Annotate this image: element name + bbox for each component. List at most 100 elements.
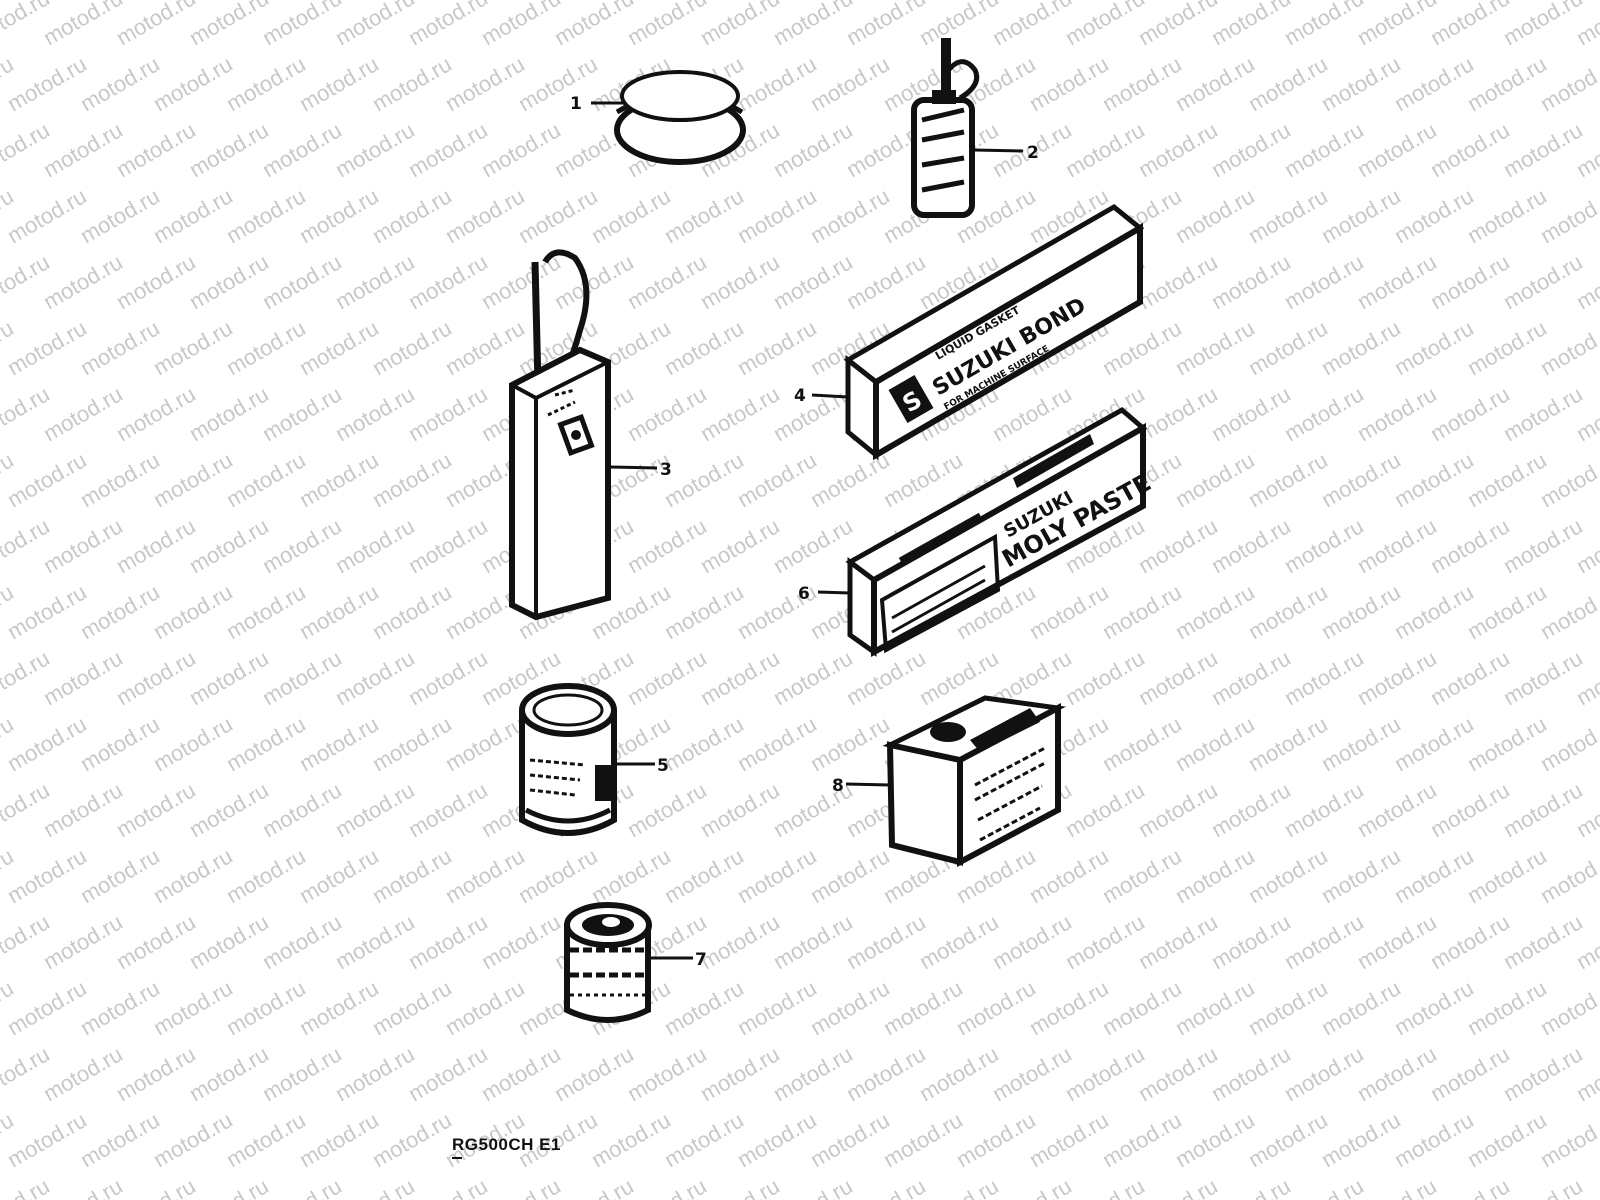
watermark-text: motod.ru: [3, 1107, 91, 1172]
watermark-text: motod.ru: [587, 183, 675, 248]
watermark-text: motod.ru: [1426, 117, 1514, 182]
watermark-text: motod.ru: [660, 975, 748, 1040]
watermark-text: motod.ru: [1171, 975, 1259, 1040]
watermark-text: motod.ru: [295, 1107, 383, 1172]
watermark-text: motod.ru: [660, 183, 748, 248]
watermark-text: motod.ru: [1353, 645, 1441, 710]
watermark-text: motod.ru: [1499, 117, 1587, 182]
watermark-text: motod.ru: [1317, 975, 1405, 1040]
watermark-text: motod.ru: [915, 909, 1003, 974]
watermark-text: motod.ru: [1244, 975, 1332, 1040]
watermark-text: motod.ru: [1280, 513, 1368, 578]
watermark-text: motod.ru: [1134, 645, 1222, 710]
watermark-text: motod.ru: [623, 1173, 711, 1200]
watermark-text: motod.ru: [587, 843, 675, 908]
watermark-text: motod.ru: [1353, 381, 1441, 446]
watermark-text: motod.ru: [623, 249, 711, 314]
watermark-text: motod.ru: [988, 909, 1076, 974]
watermark-text: motod.ru: [623, 513, 711, 578]
watermark-text: motod.ru: [660, 579, 748, 644]
watermark-text: motod.ru: [1280, 117, 1368, 182]
watermark-text: motod.ru: [76, 975, 164, 1040]
watermark-text: motod.ru: [1098, 711, 1186, 776]
watermark-text: motod.ru: [331, 645, 419, 710]
watermark-text: motod.ru: [185, 381, 273, 446]
watermark-text: motod.ru: [258, 117, 346, 182]
watermark-text: motod.ru: [1353, 777, 1441, 842]
part-number-5: 5: [657, 756, 669, 776]
part-5-can: 5: [519, 683, 669, 836]
watermark-text: motod.ru: [769, 645, 857, 710]
watermark-text: motod.ru: [1426, 1041, 1514, 1106]
watermark-text: motod.ru: [295, 579, 383, 644]
watermark-text: motod.ru: [112, 777, 200, 842]
watermark-text: motod.ru: [1171, 183, 1259, 248]
watermark-text: motod.ru: [1025, 975, 1113, 1040]
watermark-text: motod.ru: [1025, 1107, 1113, 1172]
watermark-text: motod.ru: [1280, 645, 1368, 710]
watermark-text: motod.ru: [39, 513, 127, 578]
watermark-text: motod.ru: [660, 1107, 748, 1172]
watermark-text: motod.ru: [514, 51, 602, 116]
watermark-text: motod.ru: [879, 975, 967, 1040]
watermark-text: motod.ru: [39, 645, 127, 710]
watermark-text: motod.ru: [1280, 1041, 1368, 1106]
watermark-text: motod.ru: [331, 1041, 419, 1106]
watermark-text: motod.ru: [295, 711, 383, 776]
watermark-text: motod.ru: [806, 51, 894, 116]
watermark-text: motod.ru: [0, 1173, 54, 1200]
watermark-text: motod.ru: [696, 777, 784, 842]
watermark-text: motod.ru: [514, 843, 602, 908]
watermark-text: motod.ru: [222, 843, 310, 908]
watermark-text: motod.ru: [1317, 579, 1405, 644]
part-7-filter: 7: [564, 902, 707, 1023]
watermark-text: motod.ru: [3, 711, 91, 776]
watermark-text: motod.ru: [368, 447, 456, 512]
watermark-text: motod.ru: [1134, 1173, 1222, 1200]
watermark-text: motod.ru: [1536, 975, 1600, 1040]
watermark-text: motod.ru: [806, 843, 894, 908]
watermark-text: motod.ru: [39, 117, 127, 182]
watermark-text: motod.ru: [806, 183, 894, 248]
watermark-text: motod.ru: [258, 1041, 346, 1106]
watermark-text: motod.ru: [623, 645, 711, 710]
watermark-text: motod.ru: [806, 1107, 894, 1172]
watermark-text: motod.ru: [769, 249, 857, 314]
watermark-text: motod.ru: [1536, 579, 1600, 644]
watermark-text: motod.ru: [1353, 909, 1441, 974]
watermark-text: motod.ru: [3, 315, 91, 380]
watermark-text: motod.ru: [1244, 183, 1332, 248]
watermark-text: motod.ru: [1025, 51, 1113, 116]
watermark-text: motod.ru: [1317, 711, 1405, 776]
watermark-text: motod.ru: [1390, 51, 1478, 116]
watermark-text: motod.ru: [331, 909, 419, 974]
watermark-text: motod.ru: [404, 909, 492, 974]
watermark-text: motod.ru: [1098, 975, 1186, 1040]
watermark-text: motod.ru: [769, 381, 857, 446]
part-3-tube: 3: [509, 249, 672, 621]
watermark-text: motod.ru: [3, 975, 91, 1040]
watermark-text: motod.ru: [1171, 1107, 1259, 1172]
watermark-text: motod.ru: [1463, 975, 1551, 1040]
watermark-text: motod.ru: [404, 1173, 492, 1200]
watermark-text: motod.ru: [149, 711, 237, 776]
watermark-text: motod.ru: [514, 183, 602, 248]
watermark-text: motod.ru: [1317, 51, 1405, 116]
part-number-1: 1: [570, 94, 582, 114]
watermark-text: motod.ru: [1061, 1173, 1149, 1200]
watermark-text: motod.ru: [769, 1041, 857, 1106]
part-number-3: 3: [660, 460, 672, 480]
watermark-text: motod.ru: [76, 447, 164, 512]
watermark-text: motod.ru: [1244, 51, 1332, 116]
watermark-text: motod.ru: [1463, 711, 1551, 776]
watermark-text: motod.ru: [1061, 1041, 1149, 1106]
part-8-square-can: 8: [832, 695, 1067, 867]
watermark-text: motod.ru: [733, 975, 821, 1040]
part-1-cap: 1: [570, 70, 746, 165]
watermark-text: motod.ru: [696, 909, 784, 974]
watermark-text: motod.ru: [1171, 447, 1259, 512]
watermark-text: motod.ru: [331, 117, 419, 182]
watermark-text: motod.ru: [185, 1173, 273, 1200]
part-number-7: 7: [695, 950, 707, 970]
watermark-text: motod.ru: [1317, 183, 1405, 248]
